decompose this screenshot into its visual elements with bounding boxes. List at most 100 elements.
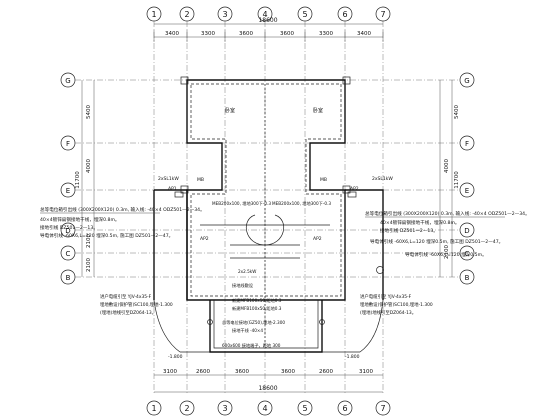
annotation-text: 总等电位箱引出线 (300X200X120) 0.3m, 输入线: -40×4 … — [40, 206, 205, 213]
axis-label: 6 — [342, 10, 347, 19]
axis-label: 3 — [222, 10, 227, 19]
top-dim: 3300 — [201, 31, 215, 37]
axis-bubble-C: C — [60, 245, 76, 261]
axis-label: E — [465, 187, 469, 195]
axis-bubble-3: 3 — [217, 6, 233, 22]
panel-label: MB — [197, 177, 204, 183]
room-label: 卧室 — [313, 107, 323, 114]
room-label: 卧室 — [225, 107, 235, 114]
annotation-text: 进户电缆引至 YJV-4x35-F — [100, 293, 152, 300]
axis-label: G — [464, 77, 469, 85]
annotation-text: (埋地)地线引至DZ064-13。 — [360, 309, 416, 316]
bottom-dim: 3600 — [281, 369, 295, 375]
axis-bubble-1: 1 — [146, 6, 162, 22]
axis-label: B — [465, 274, 470, 282]
axis-label: 1 — [151, 10, 156, 19]
row-grid-lines — [75, 79, 460, 278]
axis-label: G — [65, 77, 70, 85]
axis-label: 3 — [222, 404, 227, 413]
bottom-dim: 3100 — [359, 369, 373, 375]
top-dim: 3300 — [319, 31, 333, 37]
right-dim: 5400 — [454, 105, 460, 119]
bottom-dimensions: 18600 3100 2600 3600 3600 2600 3100 — [154, 369, 383, 393]
right-dim: 2100 — [444, 245, 450, 259]
annotation-text: 接地线敷设 — [232, 282, 254, 289]
annotation-text: MEB200x100, 埋地300下-0.3 — [212, 200, 271, 207]
annotation-text: 40×4镀锌扁钢接地干线，埋深0.8m。 — [40, 216, 120, 223]
panel-label: MB — [320, 177, 327, 183]
axis-bubble-B: B — [60, 269, 76, 285]
panel-label: AP2 — [350, 186, 359, 192]
axis-label: E — [66, 187, 70, 195]
axis-label: 7 — [380, 404, 385, 413]
axis-label: C — [66, 250, 71, 258]
annotation-text: 导电体引线 -60X6,L=120 埋深0.5m。 — [405, 251, 487, 258]
annotation-text: 新建MFB100x50,距地0.3 — [232, 297, 282, 304]
annotation-text: 600x600 接地端子，距地 300 — [222, 342, 281, 349]
annotation-text: 埋地敷设(保护管)SC100,埋地-1.300 — [360, 301, 433, 308]
bottom-total-dim: 18600 — [258, 385, 277, 392]
axis-label: 5 — [302, 10, 307, 19]
annotation-text: (埋地)地线引至DZ064-13。 — [100, 309, 156, 316]
axis-label: D — [464, 227, 469, 235]
bottom-side-annotations: 进户电缆引至 YJV-4x35-F 埋地敷设(保护管)SC100,埋地-1.30… — [100, 266, 433, 360]
bottom-dim: 3600 — [235, 369, 249, 375]
axis-bubble-G: G — [60, 72, 76, 88]
elevation-label: -1.800 — [345, 354, 360, 360]
annotation-text: MEB200x100, 埋地300下-0.3 — [272, 200, 331, 207]
annotation-text: 接地引线 DZ501—2—13。 — [40, 224, 98, 231]
building-outline — [153, 76, 384, 353]
annotation-text: 接地引线 DZ501—2—13。 — [380, 227, 438, 234]
top-dim: 3400 — [165, 31, 179, 37]
axis-label: 6 — [342, 404, 347, 413]
axis-label: D — [65, 227, 70, 235]
axis-label: 4 — [262, 10, 267, 19]
right-vertical-dimensions: 5400 4000 11700 2100 — [439, 80, 460, 277]
left-dim: 5400 — [86, 105, 92, 119]
annotation-text: 总等电位箱引出线 (300X200X120) 0.3m, 输入线: -40×4 … — [365, 210, 530, 217]
axis-label: 5 — [302, 404, 307, 413]
axis-label: F — [465, 140, 469, 148]
panel-label: 2xSL1kW — [372, 176, 393, 182]
panel-label: AP1 — [168, 186, 177, 192]
annotation-text: 进户电缆引至 YJV-4x35-F — [360, 293, 412, 300]
panel-label: AP2 — [200, 236, 209, 242]
annotation-text: 2x2.5kW — [238, 269, 256, 274]
center-annotations: MEB200x100, 埋地300下-0.3 MEB200x100, 埋地300… — [212, 200, 331, 349]
right-dim: 11700 — [454, 171, 460, 189]
axis-label: 4 — [262, 404, 267, 413]
top-dim: 3600 — [239, 31, 253, 37]
elevation-label: -1.800 — [168, 354, 183, 360]
left-vertical-dimensions: 5400 4000 11700 2100 2100 — [75, 80, 95, 277]
panel-label: AP2 — [313, 236, 322, 242]
annotation-text: 接地干线 -40×4 — [232, 327, 263, 334]
bottom-dim: 2600 — [196, 369, 210, 375]
axis-bubble-5: 5 — [297, 6, 313, 22]
top-dim: 3600 — [280, 31, 294, 37]
bottom-dim: 3100 — [163, 369, 177, 375]
axis-bubble-2: 2 — [179, 6, 195, 22]
distribution-panels: AP1 AP2 MB MB 2xSL1kW 2xSL1kW AP2 AP2 — [158, 176, 393, 242]
annotation-text: 埋地敷设(保护管)SC100,埋地-1.300 — [100, 301, 173, 308]
annotation-text: 导电体引线 -60X6,L=120 埋深0.5m, 施工图 DZ501—2—47… — [370, 238, 503, 245]
axis-bubble-6: 6 — [337, 6, 353, 22]
annotation-text: 总等电位接地(GZ50),埋地-2.300 — [222, 319, 285, 326]
left-dim: 2100 — [86, 234, 92, 248]
axis-bubble-F: F — [60, 135, 76, 151]
left-dim: 4000 — [86, 159, 92, 173]
right-axis-bubbles: G F E D C B — [459, 72, 475, 285]
left-dim: 11700 — [75, 171, 81, 189]
axis-bubble-E: E — [60, 182, 76, 198]
left-annotations: 总等电位箱引出线 (300X200X120) 0.3m, 输入线: -40×4 … — [40, 206, 205, 239]
axis-label: F — [66, 140, 70, 148]
axis-bubble-7: 7 — [375, 6, 391, 22]
bottom-axis-bubbles: 1 2 3 4 5 6 7 — [146, 400, 391, 416]
top-dim: 3400 — [357, 31, 371, 37]
right-dim: 4000 — [444, 159, 450, 173]
annotation-text: 新建MFB100x50,距地0.3 — [232, 305, 282, 312]
top-total-dim: 18600 — [258, 17, 277, 24]
axis-label: 2 — [184, 10, 189, 19]
annotation-text: 40×4镀锌扁钢接地干线，埋深0.8m。 — [380, 219, 460, 226]
